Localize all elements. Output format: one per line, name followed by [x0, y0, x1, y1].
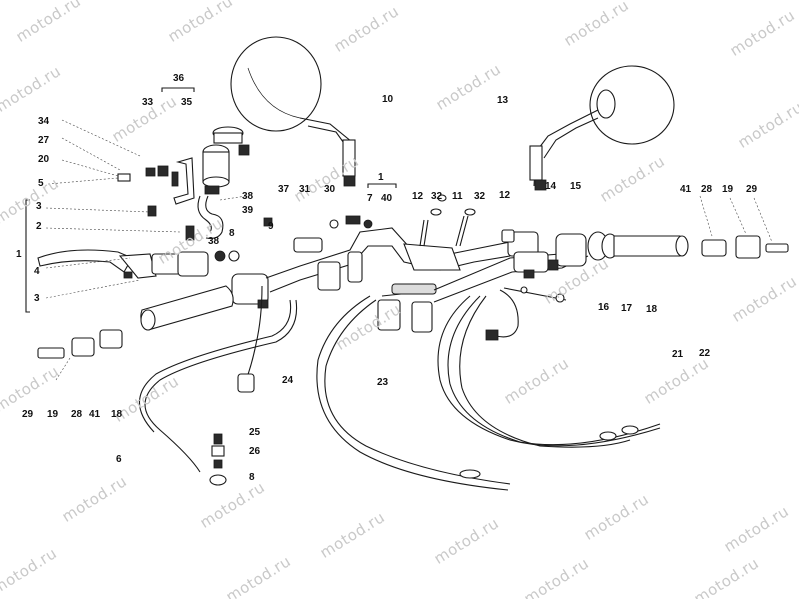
callout-3-top: 3 [36, 201, 42, 212]
right-fasteners [419, 194, 515, 247]
left-grip [37, 285, 234, 359]
callout-24: 24 [282, 375, 294, 386]
callout-17: 17 [621, 303, 633, 314]
callout-41-b: 41 [89, 409, 101, 420]
callout-41-a: 41 [680, 184, 692, 195]
callout-16: 16 [598, 302, 610, 313]
group-bracket-1 [25, 199, 30, 313]
callout-28-b: 28 [71, 409, 83, 420]
right-mirror [529, 65, 675, 191]
callout-21: 21 [672, 349, 684, 360]
callout-9: 9 [268, 221, 274, 232]
callout-32-a: 32 [431, 191, 443, 202]
callout-22: 22 [699, 348, 711, 359]
callout-15: 15 [570, 181, 582, 192]
callout-34: 34 [38, 116, 50, 127]
callout-27: 27 [38, 135, 50, 146]
left-lever [37, 249, 157, 279]
handlebar-tube [265, 215, 511, 293]
callout-8-a: 8 [229, 228, 235, 239]
callout-33: 33 [142, 97, 154, 108]
callout-6: 6 [116, 454, 122, 465]
group-bracket-36 [161, 87, 195, 92]
callout-25: 25 [249, 427, 261, 438]
callout-29-a: 29 [746, 184, 758, 195]
lower-fittings [209, 433, 227, 486]
left-control-body [151, 217, 273, 309]
brake-reservoir [202, 126, 250, 195]
right-control-body [433, 231, 789, 303]
callout-12-a: 12 [412, 191, 424, 202]
callout-4: 4 [34, 266, 40, 277]
callout-29-b: 29 [22, 409, 34, 420]
callout-36: 36 [173, 73, 185, 84]
group-bracket-1-top [367, 183, 397, 188]
callout-20: 20 [38, 154, 50, 165]
callout-30: 30 [324, 184, 336, 195]
callout-1-left: 1 [16, 249, 22, 260]
callout-1-top: 1 [378, 172, 384, 183]
callout-38-a: 38 [242, 191, 254, 202]
callout-2: 2 [36, 221, 42, 232]
callout-14: 14 [545, 181, 557, 192]
callout-8-b: 8 [249, 472, 255, 483]
callout-18-a: 18 [646, 304, 658, 315]
callout-12-b: 12 [499, 190, 511, 201]
left-mirror [230, 36, 356, 187]
callout-3-bottom: 3 [34, 293, 40, 304]
callout-37: 37 [278, 184, 290, 195]
control-cables [139, 285, 661, 491]
callout-35: 35 [181, 97, 193, 108]
callout-28-a: 28 [701, 184, 713, 195]
callout-23: 23 [377, 377, 389, 388]
callout-39: 39 [242, 205, 254, 216]
callout-38-b: 38 [208, 236, 220, 247]
callout-5: 5 [38, 178, 44, 189]
callout-11: 11 [452, 191, 463, 202]
leader-lines [45, 119, 773, 381]
reservoir-bracket [117, 157, 224, 241]
callout-10: 10 [382, 94, 394, 105]
callout-19-b: 19 [47, 409, 59, 420]
callout-31: 31 [299, 184, 311, 195]
callout-32-b: 32 [474, 191, 486, 202]
callout-19-a: 19 [722, 184, 734, 195]
callout-13: 13 [497, 95, 509, 106]
callout-18-b: 18 [111, 409, 123, 420]
callout-7: 7 [367, 193, 373, 204]
handlebar-clamps [377, 283, 437, 333]
callout-26: 26 [249, 446, 261, 457]
callout-40: 40 [381, 193, 393, 204]
